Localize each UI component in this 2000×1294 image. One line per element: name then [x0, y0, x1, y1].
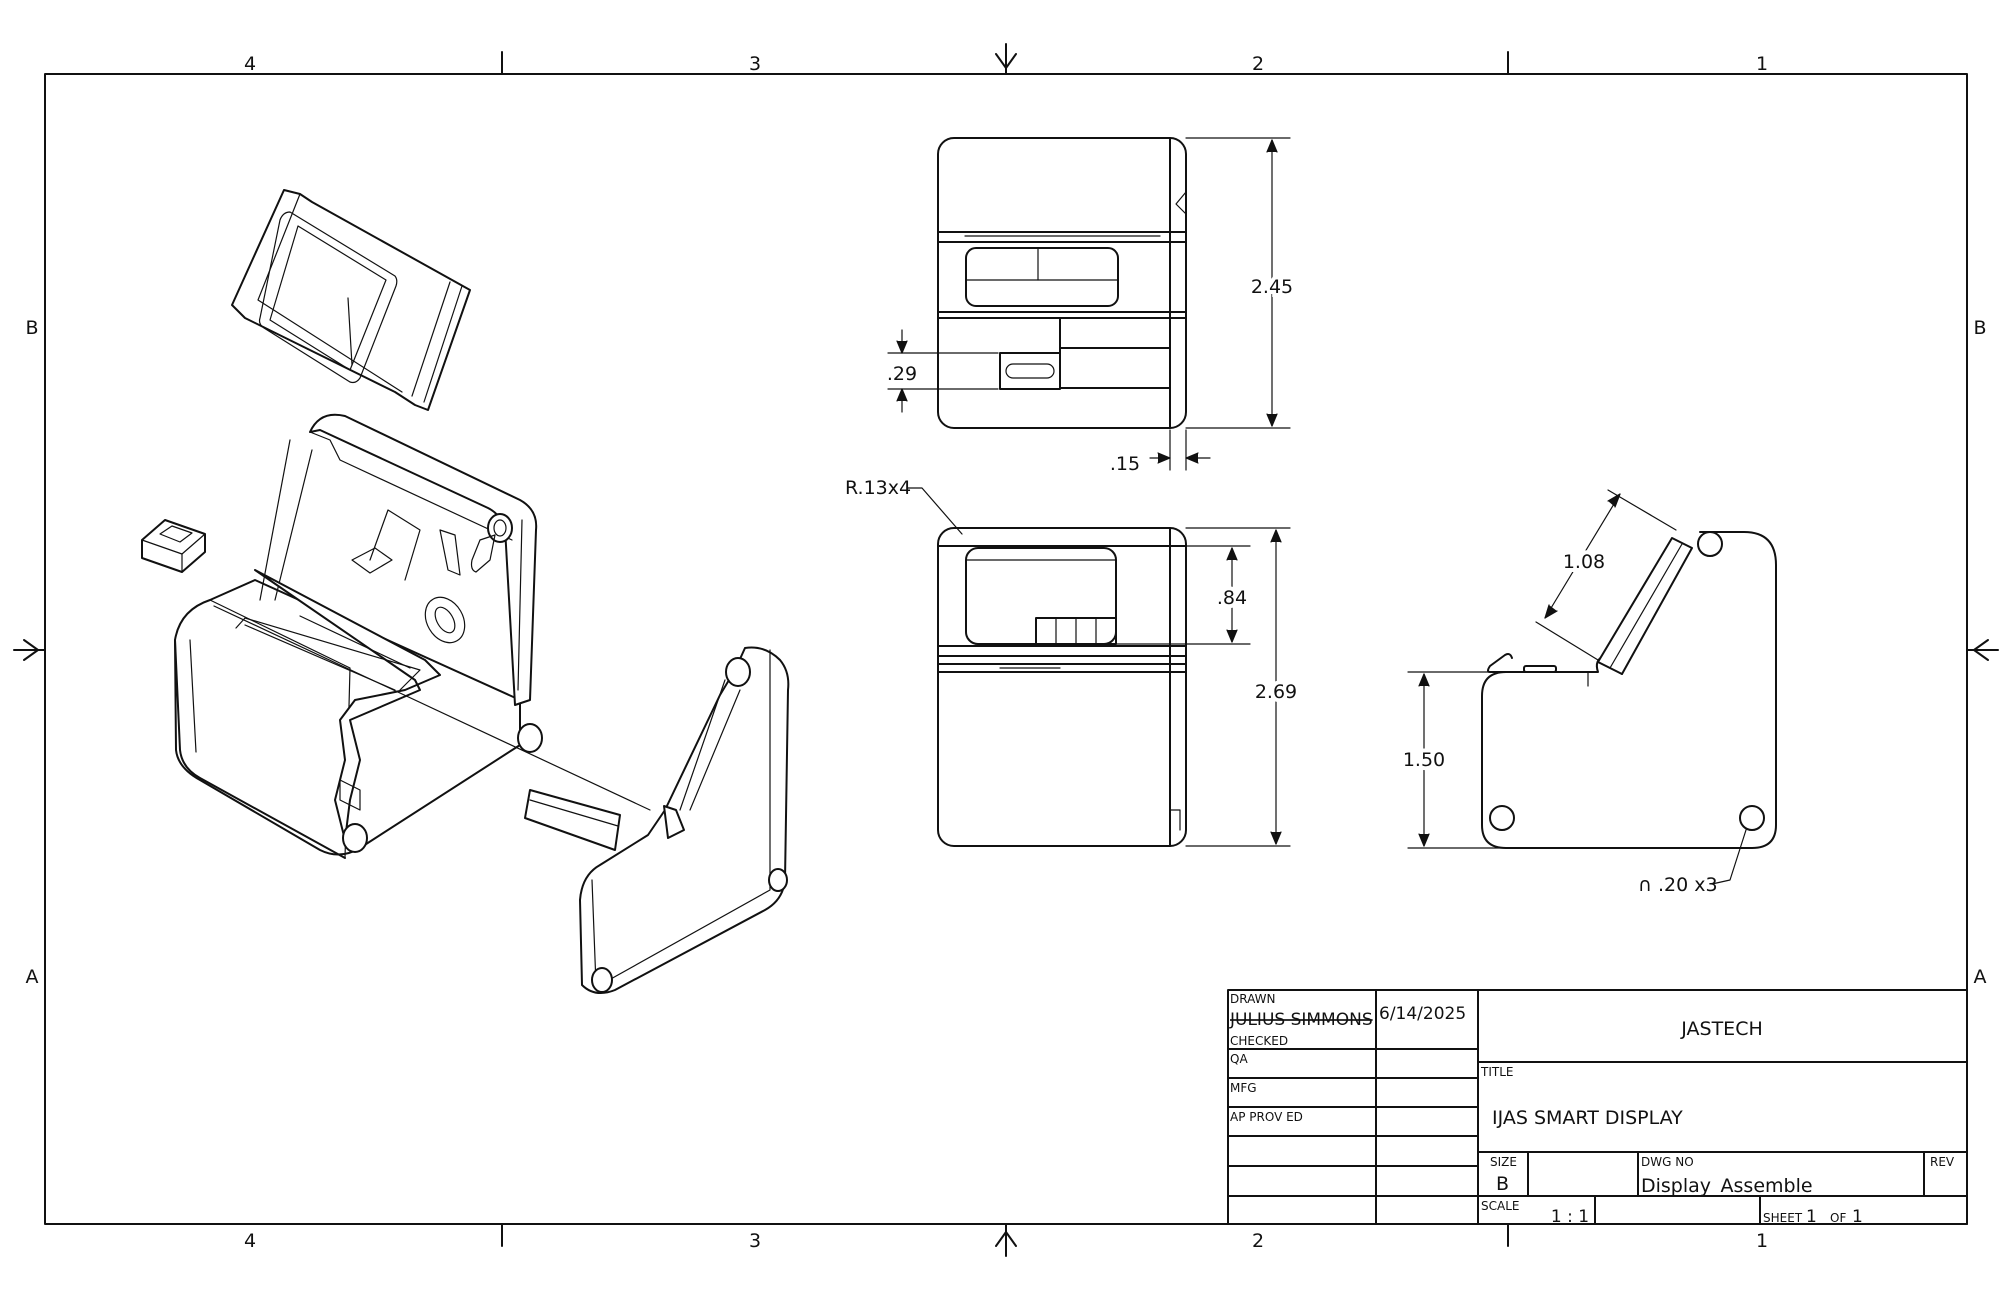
zone-left-b: B — [25, 317, 38, 339]
title-block-mfg-label: MFG — [1230, 1081, 1257, 1095]
title-block-qa-label: QA — [1230, 1052, 1248, 1066]
title-block-scale: 1 : 1 — [1551, 1207, 1589, 1227]
zone-bottom-2: 2 — [1252, 1230, 1264, 1252]
isometric-exploded-view — [141, 189, 790, 995]
zone-top-4: 4 — [244, 53, 256, 75]
dim-arm-length: 1.08 — [1563, 551, 1605, 573]
title-block-company: JASTECH — [1680, 1018, 1763, 1040]
screen-panel — [231, 189, 471, 411]
stand-arm — [524, 646, 790, 995]
clip-block — [141, 519, 206, 573]
dim-slot-height: .29 — [887, 363, 917, 385]
zone-right-a: A — [1974, 966, 1987, 988]
zone-left-a: A — [26, 966, 39, 988]
zone-bottom-1: 1 — [1756, 1230, 1768, 1252]
title-block-drawn-date: 6/14/2025 — [1379, 1004, 1466, 1024]
title-block-scale-label: SCALE — [1481, 1199, 1519, 1213]
dim-hole-diameter: ∩ .20 x3 — [1638, 874, 1718, 896]
dim-top-height: 2.69 — [1255, 681, 1297, 703]
zone-bottom-4: 4 — [244, 1230, 256, 1252]
title-block-of-label: OF — [1830, 1211, 1846, 1225]
zone-right-b: B — [1973, 317, 1986, 339]
title-block-size-label: SIZE — [1490, 1155, 1517, 1169]
title-block-checked-label: CHECKED — [1230, 1034, 1288, 1048]
main-housing — [174, 413, 651, 859]
title-block-sheet-no: 1 — [1806, 1207, 1817, 1227]
dim-corner-radius: R.13x4 — [845, 477, 911, 499]
top-view-dimensions — [907, 487, 1291, 847]
side-view — [1481, 531, 1777, 849]
side-view-dimensions — [1407, 489, 1747, 885]
zone-top-3: 3 — [749, 53, 761, 75]
front-view-dimensions — [887, 137, 1291, 471]
dim-side-height: 1.50 — [1403, 749, 1445, 771]
zone-bottom-3: 3 — [749, 1230, 761, 1252]
title-block-drawn-label: DRAWN — [1230, 992, 1276, 1006]
zone-top-2: 2 — [1252, 53, 1264, 75]
title-block-dwg-no: Display_Assemble — [1641, 1175, 1813, 1197]
title-block-drawn-by: JULIUS SIMMONS — [1229, 1010, 1373, 1030]
title-block — [1227, 989, 1968, 1225]
title-block-size: B — [1496, 1173, 1509, 1195]
title-block-title-label: TITLE — [1480, 1065, 1513, 1079]
title-block-dwg-no-label: DWG NO — [1641, 1155, 1694, 1169]
dim-screen-opening: .84 — [1217, 587, 1247, 609]
centering-marks — [13, 43, 1999, 1257]
zone-top-1: 1 — [1756, 53, 1768, 75]
top-view — [937, 527, 1187, 847]
dim-front-height: 2.45 — [1251, 276, 1293, 298]
dim-wall-thickness: .15 — [1110, 453, 1140, 475]
title-block-approved-label: AP PROV ED — [1230, 1110, 1303, 1124]
title-block-rev-label: REV — [1930, 1155, 1955, 1169]
title-block-sheet-total: 1 — [1852, 1207, 1863, 1227]
front-view — [937, 137, 1187, 429]
title-block-title: IJAS SMART DISPLAY — [1492, 1107, 1683, 1129]
title-block-sheet-label: SHEET — [1763, 1211, 1803, 1225]
